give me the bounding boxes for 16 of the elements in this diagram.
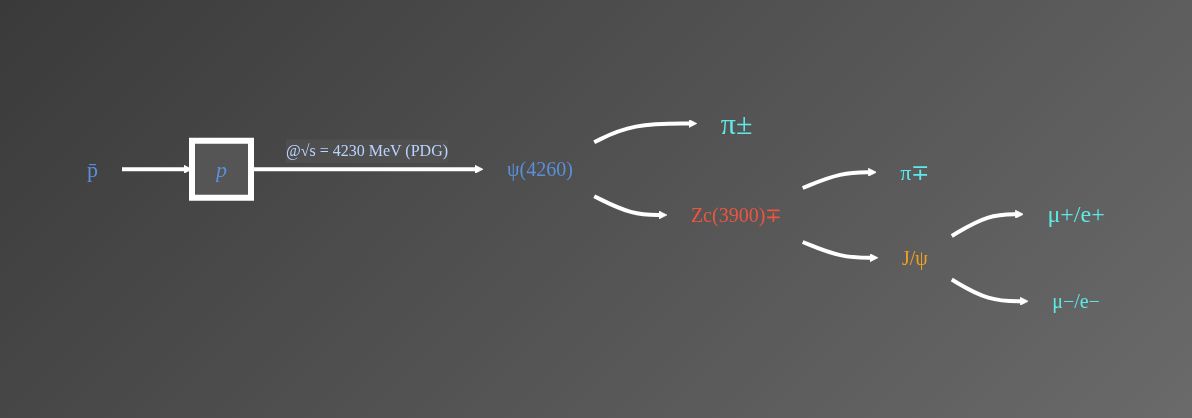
node-text: π∓ bbox=[900, 160, 930, 186]
node-text: μ−/e− bbox=[1052, 290, 1101, 313]
arrow bbox=[802, 240, 879, 263]
arrow bbox=[251, 165, 484, 175]
arrow bbox=[802, 168, 877, 191]
arrow bbox=[950, 210, 1024, 238]
arrow bbox=[593, 119, 698, 145]
arrow bbox=[593, 194, 668, 220]
node-text: ψ(4260) bbox=[507, 158, 574, 181]
node-text: π± bbox=[720, 107, 753, 141]
node-text: μ+/e+ bbox=[1047, 201, 1105, 228]
node-text: J/ψ bbox=[902, 247, 928, 270]
node-text: Zc(3900)∓ bbox=[691, 204, 783, 227]
node-text: p̄ bbox=[87, 157, 99, 183]
arrow bbox=[950, 278, 1029, 306]
edge-label: @√s = 4230 MeV (PDG) bbox=[286, 142, 449, 160]
